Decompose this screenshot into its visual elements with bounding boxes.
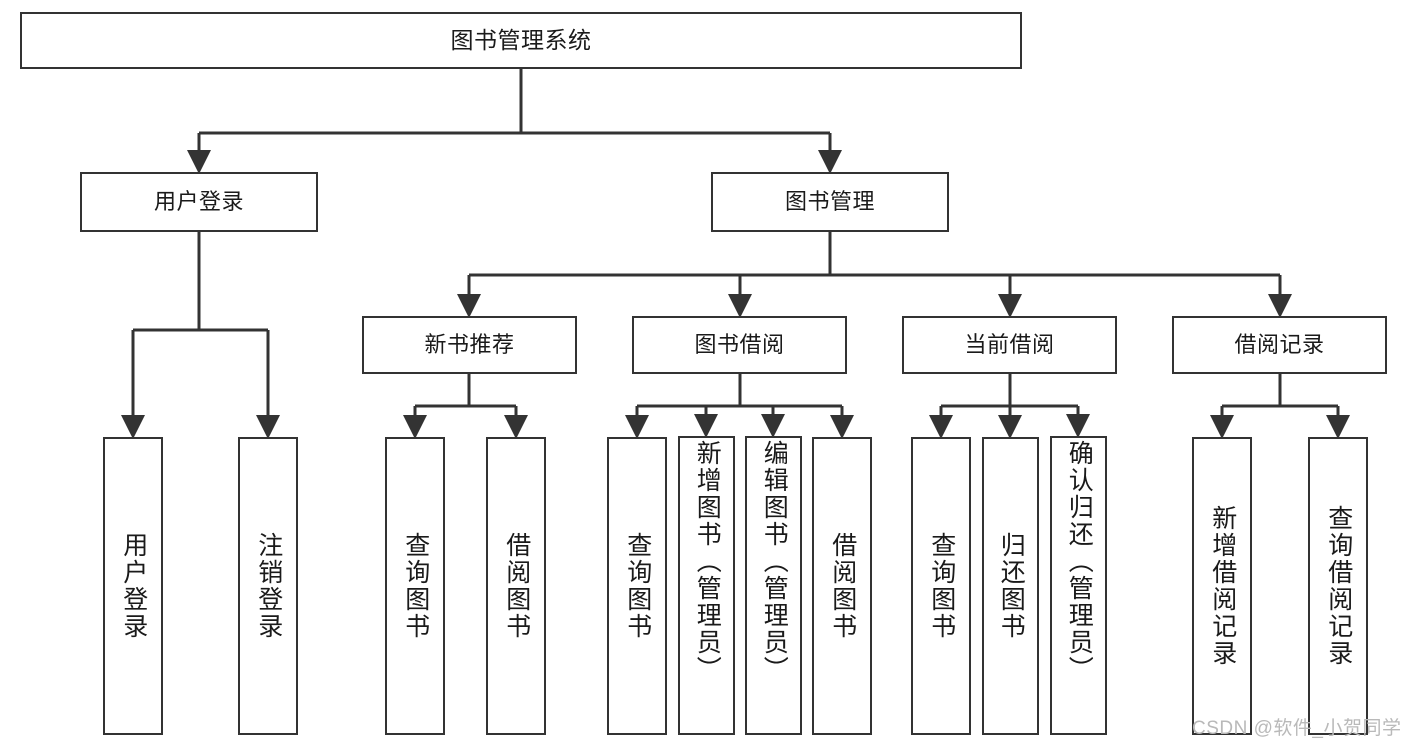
leaf-user-login-label: 用户登录	[119, 532, 148, 640]
leaf-logout[interactable]: 注销登录	[238, 437, 298, 735]
leaf-query-book-1[interactable]: 查询图书	[385, 437, 445, 735]
leaf-return-book[interactable]: 归还图书	[982, 437, 1039, 735]
leaf-borrow-book-1-label: 借阅图书	[502, 532, 531, 640]
leaf-query-book-2[interactable]: 查询图书	[607, 437, 667, 735]
leaf-query-book-1-label: 查询图书	[401, 532, 430, 640]
node-user-login-label: 用户登录	[153, 188, 244, 214]
node-book-borrow-label: 图书借阅	[694, 331, 785, 357]
node-book-borrow[interactable]: 图书借阅	[632, 316, 847, 374]
leaf-confirm-return-label: 确认归还（管理员）	[1065, 440, 1094, 683]
node-root[interactable]: 图书管理系统	[20, 12, 1022, 69]
leaf-edit-book[interactable]: 编辑图书（管理员）	[745, 436, 802, 735]
leaf-borrow-book-1[interactable]: 借阅图书	[486, 437, 546, 735]
node-root-label: 图书管理系统	[450, 26, 592, 53]
leaf-add-record[interactable]: 新增借阅记录	[1192, 437, 1252, 735]
node-book-manage[interactable]: 图书管理	[711, 172, 949, 232]
leaf-query-book-2-label: 查询图书	[623, 532, 652, 640]
node-borrow-record-label: 借阅记录	[1234, 331, 1325, 357]
node-current-borrow[interactable]: 当前借阅	[902, 316, 1117, 374]
leaf-query-record[interactable]: 查询借阅记录	[1308, 437, 1368, 735]
leaf-add-book-label: 新增图书（管理员）	[693, 440, 722, 683]
node-current-borrow-label: 当前借阅	[964, 331, 1055, 357]
node-user-login[interactable]: 用户登录	[80, 172, 318, 232]
leaf-add-record-label: 新增借阅记录	[1208, 505, 1237, 667]
node-book-manage-label: 图书管理	[784, 188, 875, 214]
csdn-watermark: CSDN @软件_小贺同学	[1192, 718, 1402, 739]
node-borrow-record[interactable]: 借阅记录	[1172, 316, 1387, 374]
leaf-query-book-3[interactable]: 查询图书	[911, 437, 971, 735]
leaf-user-login[interactable]: 用户登录	[103, 437, 163, 735]
leaf-logout-label: 注销登录	[254, 532, 283, 640]
leaf-borrow-book-2-label: 借阅图书	[828, 532, 857, 640]
leaf-confirm-return[interactable]: 确认归还（管理员）	[1050, 436, 1107, 735]
leaf-return-book-label: 归还图书	[997, 532, 1026, 640]
leaf-query-record-label: 查询借阅记录	[1324, 505, 1353, 667]
leaf-query-book-3-label: 查询图书	[927, 532, 956, 640]
node-new-book-rec-label: 新书推荐	[424, 331, 515, 357]
leaf-add-book[interactable]: 新增图书（管理员）	[678, 436, 735, 735]
leaf-edit-book-label: 编辑图书（管理员）	[760, 440, 789, 683]
node-new-book-rec[interactable]: 新书推荐	[362, 316, 577, 374]
leaf-borrow-book-2[interactable]: 借阅图书	[812, 437, 872, 735]
